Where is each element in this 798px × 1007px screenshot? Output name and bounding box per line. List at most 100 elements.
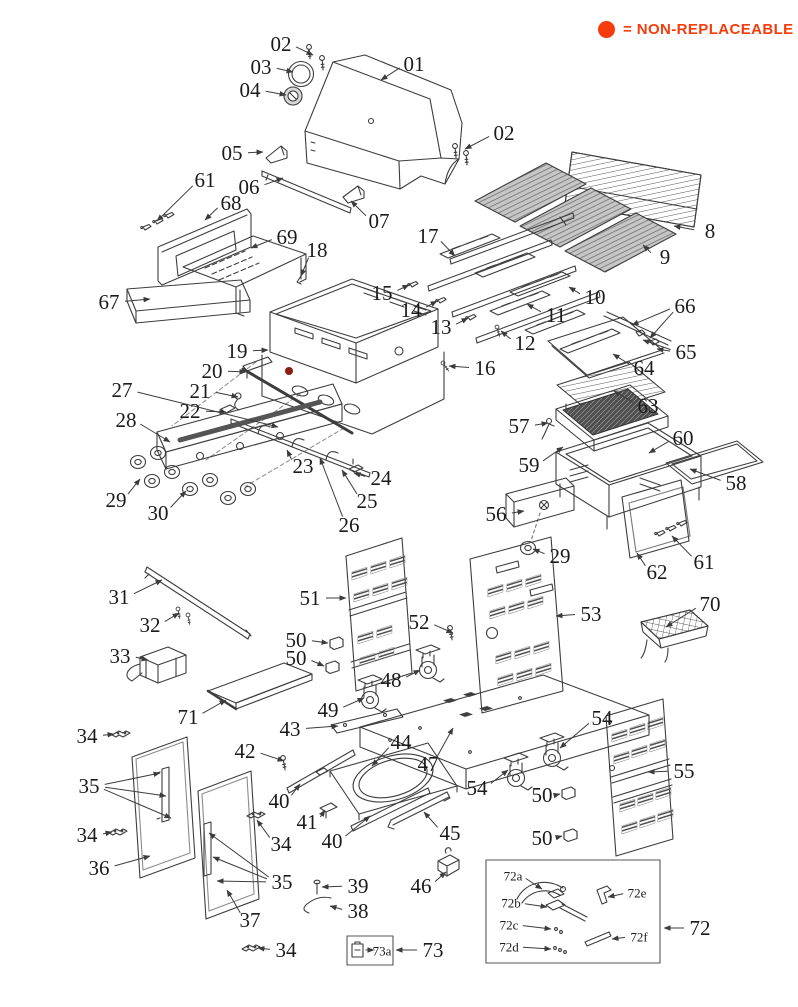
- leader-line-59: [542, 446, 564, 462]
- knob-icon: [143, 473, 161, 489]
- leader-line-02: [295, 46, 314, 56]
- leader-line-13: [455, 317, 469, 325]
- leader-line-50: [553, 792, 561, 799]
- leader-line-37: [226, 889, 241, 914]
- leader-line-56: [511, 509, 525, 515]
- part-label-50: 50: [286, 628, 307, 652]
- screw-icon: [275, 754, 292, 771]
- firebox-art: [241, 275, 445, 435]
- leader-line-29: [127, 478, 141, 495]
- leader-line-72a: [525, 878, 543, 890]
- leader-line-28: [140, 423, 171, 443]
- doors-art: [108, 730, 266, 952]
- screw-icon: [407, 280, 419, 288]
- leader-line-55: [647, 768, 669, 775]
- leader-line-24: [353, 472, 366, 478]
- part-label-61: 61: [694, 550, 715, 574]
- part-label-01: 01: [404, 52, 425, 76]
- leader-line-63: [613, 390, 634, 403]
- leader-line-34: [102, 830, 113, 837]
- knobs-art: [129, 445, 257, 506]
- leader-line-35: [216, 878, 267, 884]
- cart-bottom-art: [359, 674, 650, 790]
- clip-icon: [329, 636, 344, 651]
- condiment-basket-art: [640, 609, 709, 663]
- hinge-icon: [111, 730, 131, 738]
- leader-line-02: [464, 135, 490, 150]
- part-label-72d: 72d: [499, 940, 519, 955]
- part-label-70: 70: [700, 592, 721, 616]
- part-label-17: 17: [418, 224, 439, 248]
- screw-icon: [654, 529, 666, 537]
- part-label-58: 58: [726, 471, 747, 495]
- knob-icon: [219, 490, 237, 506]
- battery-icon: [351, 943, 364, 958]
- part-label-32: 32: [140, 613, 161, 637]
- part-label-42: 42: [235, 739, 256, 763]
- screw-icon: [301, 43, 318, 60]
- part-label-65: 65: [676, 340, 697, 364]
- leader-line-61: [156, 185, 194, 222]
- leader-line-8: [673, 224, 695, 231]
- leader-line-35: [103, 788, 172, 819]
- part-label-38: 38: [348, 899, 369, 923]
- leader-line-35: [104, 771, 161, 785]
- part-label-02: 02: [494, 121, 515, 145]
- caster-icon: [503, 752, 533, 791]
- leader-line-68: [204, 207, 218, 221]
- part-label-43: 43: [280, 717, 301, 741]
- leader-line-15: [397, 284, 410, 291]
- leader-line-18: [300, 257, 310, 277]
- part-label-56: 56: [486, 502, 507, 526]
- leader-line-11: [526, 303, 542, 313]
- non-replaceable-marker: [285, 367, 293, 375]
- knob-icon: [239, 481, 257, 497]
- non-replaceable-dot: [598, 21, 615, 38]
- leader-line-47: [436, 727, 454, 757]
- caster-icon: [415, 644, 445, 683]
- legend: = NON-REPLACEABLE: [598, 21, 794, 38]
- part-label-52: 52: [409, 610, 430, 634]
- part-label-59: 59: [519, 453, 540, 477]
- leader-line-45: [423, 811, 438, 828]
- leader-line-31: [133, 579, 163, 595]
- leader-line-70: [665, 607, 697, 628]
- part-label-50: 50: [286, 646, 307, 670]
- screw-icon: [665, 524, 677, 532]
- leader-line-12: [500, 330, 512, 340]
- leader-line-41: [319, 809, 326, 818]
- leader-line-60: [648, 441, 669, 454]
- part-label-72: 72: [690, 916, 711, 940]
- slide-rails-art: [286, 708, 451, 832]
- part-label-22: 22: [180, 399, 201, 423]
- leader-line-57: [534, 421, 549, 427]
- leader-line-72b: [524, 903, 548, 909]
- part-label-35: 35: [272, 870, 293, 894]
- leader-line-69: [250, 239, 272, 249]
- left-side-panel-art: [345, 537, 413, 692]
- part-label-8: 8: [705, 219, 716, 243]
- knob-icon: [129, 454, 147, 470]
- leader-line-01: [380, 67, 400, 81]
- leader-line-36: [114, 855, 151, 867]
- part-label-40: 40: [322, 829, 343, 853]
- part-label-48: 48: [381, 668, 402, 692]
- clip-icon: [563, 828, 578, 843]
- leader-line-65: [656, 347, 671, 353]
- part-label-31: 31: [109, 585, 130, 609]
- part-label-54: 54: [467, 776, 489, 800]
- caster-icon: [539, 732, 569, 771]
- part-label-34: 34: [276, 938, 298, 962]
- leader-line-19: [252, 347, 269, 354]
- leader-line-35: [212, 856, 268, 880]
- part-label-73: 73: [423, 938, 444, 962]
- part-label-50: 50: [532, 783, 553, 807]
- part-label-20: 20: [202, 359, 223, 383]
- leader-line-49: [342, 697, 365, 708]
- part-label-07: 07: [369, 209, 390, 233]
- part-label-51: 51: [300, 586, 321, 610]
- part-label-53: 53: [581, 602, 602, 626]
- cross-bar-art: [144, 566, 252, 640]
- screw-icon: [439, 360, 451, 372]
- part-label-71: 71: [178, 705, 199, 729]
